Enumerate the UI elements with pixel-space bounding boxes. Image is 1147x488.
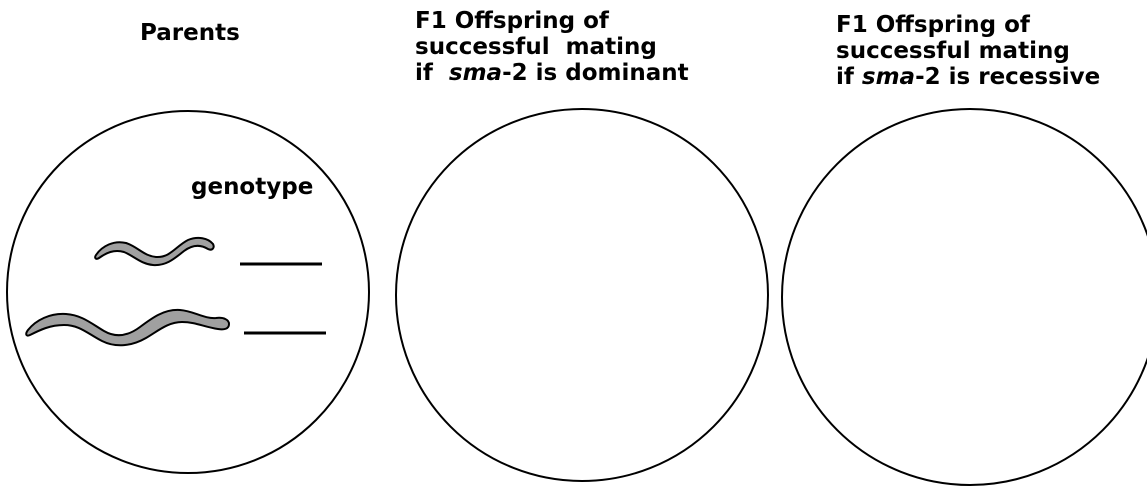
genotype-label: genotype xyxy=(191,174,314,200)
heading-parents-text: Parents xyxy=(140,20,240,46)
heading-dominant-line3: if sma-2 is dominant xyxy=(415,60,689,86)
heading-recessive-line2: successful mating xyxy=(836,38,1070,64)
heading-dominant-line2: successful mating xyxy=(415,34,657,60)
heading-recessive-gene: sma xyxy=(861,64,916,90)
heading-dominant-line3-suffix: -2 is dominant xyxy=(502,60,689,86)
heading-recessive-line3: if sma-2 is recessive xyxy=(836,64,1100,90)
heading-parents: Parents xyxy=(140,20,240,46)
heading-recessive-line3-prefix: if xyxy=(836,64,862,90)
heading-dominant-line3-prefix: if xyxy=(415,60,449,86)
f1-dominant-plate xyxy=(395,108,769,482)
heading-recessive-line3-suffix: -2 is recessive xyxy=(915,64,1101,90)
heading-f1-recessive: F1 Offspring of successful mating if sma… xyxy=(836,12,1100,90)
heading-dominant-gene: sma xyxy=(448,60,503,86)
f1-recessive-plate xyxy=(781,108,1147,486)
parents-plate xyxy=(6,110,370,474)
small-worm xyxy=(94,236,215,267)
heading-recessive-line1: F1 Offspring of xyxy=(836,12,1030,38)
heading-dominant-line1: F1 Offspring of xyxy=(415,8,609,34)
large-worm xyxy=(25,308,230,347)
heading-f1-dominant: F1 Offspring of successful mating if sma… xyxy=(415,8,689,86)
